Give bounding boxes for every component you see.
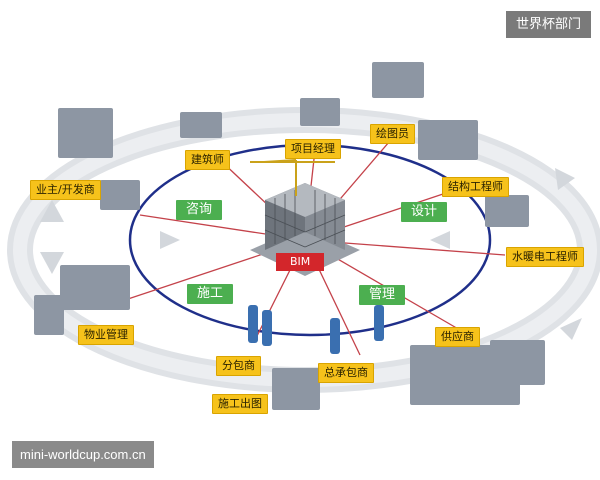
role-owner-developer: 业主/开发商 bbox=[30, 180, 101, 200]
loop-arrows bbox=[40, 168, 582, 340]
bim-center-label: BIM bbox=[276, 253, 325, 271]
role-subcontractor: 分包商 bbox=[216, 356, 261, 376]
bim-building bbox=[250, 159, 360, 276]
phase-consult: 咨询 bbox=[176, 200, 223, 220]
phase-construct: 施工 bbox=[187, 284, 234, 304]
role-general-contractor: 总承包商 bbox=[318, 363, 374, 383]
role-construction-drawing: 施工出图 bbox=[212, 394, 268, 414]
watermark-top: 世界杯部门 bbox=[505, 11, 591, 38]
role-supplier: 供应商 bbox=[435, 327, 480, 347]
worker-figures bbox=[248, 305, 384, 354]
role-mep-engineer: 水暖电工程师 bbox=[506, 247, 584, 267]
watermark-bottom: mini-worldcup.com.cn bbox=[12, 441, 154, 468]
role-drafter: 绘图员 bbox=[370, 124, 415, 144]
role-structural-engineer: 结构工程师 bbox=[442, 177, 509, 197]
workstation-figures bbox=[34, 62, 545, 410]
phase-manage: 管理 bbox=[359, 285, 406, 305]
role-property-management: 物业管理 bbox=[78, 325, 134, 345]
role-project-manager: 项目经理 bbox=[285, 139, 341, 159]
role-architect: 建筑师 bbox=[185, 150, 230, 170]
phase-design: 设计 bbox=[401, 202, 448, 222]
